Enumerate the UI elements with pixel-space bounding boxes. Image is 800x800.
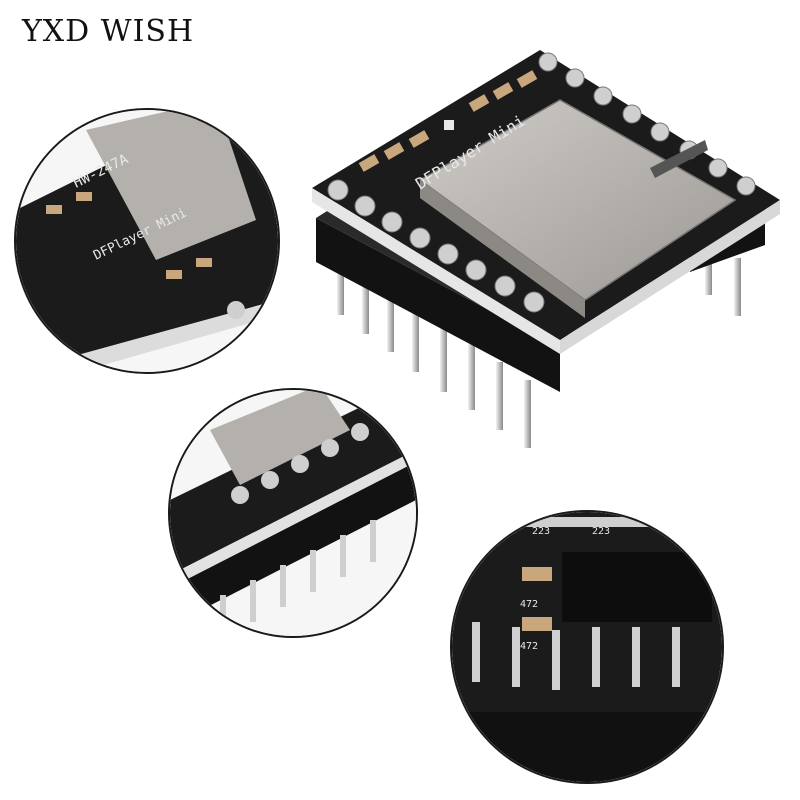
zoom-detail-silkscreen: HW-247A DFPlayer Mini [14, 108, 280, 374]
smd-components [358, 70, 538, 172]
resistor-code-2: 223 [592, 526, 610, 537]
zoom-detail-pins [168, 388, 418, 638]
resistor-code-1: 223 [532, 526, 550, 537]
sd-card-slot [418, 99, 737, 318]
resistor-code-4: 472 [520, 641, 538, 652]
pin-pads [327, 52, 756, 313]
pin-header-block [316, 218, 560, 392]
brand-logo: YXD WISH [22, 14, 195, 49]
zoom-detail-resistors: 223 223 472 472 [450, 510, 724, 784]
header-pins-left-row [337, 255, 531, 448]
resistor-code-3: 472 [520, 599, 538, 610]
header-pins-right-row [705, 245, 741, 316]
